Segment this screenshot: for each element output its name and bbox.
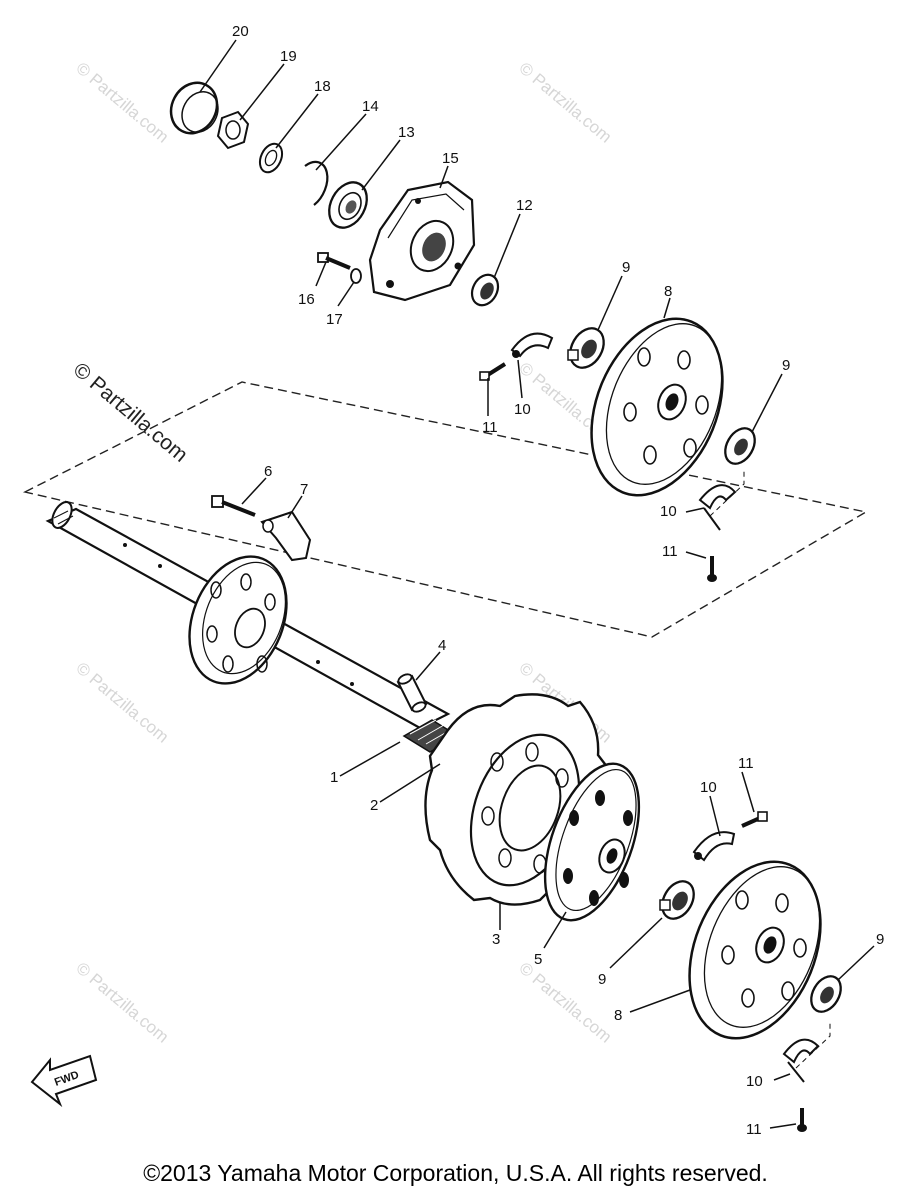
callout-6: 6 [264, 463, 272, 480]
part-11-bolt-lower-right [797, 1108, 807, 1132]
callout-17: 17 [326, 311, 343, 328]
leader-lines [199, 39, 875, 1129]
callout-10: 10 [746, 1073, 763, 1090]
callout-10: 10 [514, 401, 531, 418]
callout-4: 4 [438, 637, 446, 654]
callout-9: 9 [782, 357, 790, 374]
callout-5: 5 [534, 951, 542, 968]
part-11-bolt-lower [741, 811, 768, 828]
shaft-flange [188, 555, 288, 685]
callout-9: 9 [622, 259, 630, 276]
part-18-washer [258, 142, 284, 174]
callout-16: 16 [298, 291, 315, 308]
callout-11: 11 [746, 1121, 762, 1138]
part-5-sprocket-plate [543, 762, 641, 922]
part-10-clamp-upper [510, 332, 554, 358]
callout-2: 2 [370, 797, 378, 814]
fwd-arrow-icon: FWD [30, 1054, 98, 1108]
watermark-text-dark: © Partzilla.com [69, 358, 192, 467]
part-9-bearing-upper-right [724, 427, 756, 465]
callout-12: 12 [516, 197, 533, 214]
part-14-circlip [304, 160, 329, 206]
callout-7: 7 [300, 481, 308, 498]
watermark-text: © Partzilla.com [72, 59, 172, 147]
part-11-bolt-upper [479, 362, 507, 381]
watermark-text: © Partzilla.com [72, 959, 172, 1047]
callout-3: 3 [492, 931, 500, 948]
part-6-bolt [211, 495, 256, 517]
part-12-oil-seal [470, 273, 500, 307]
callout-11: 11 [482, 419, 498, 436]
callout-14: 14 [362, 98, 379, 115]
watermark-text: © Partzilla.com [72, 659, 172, 747]
part-16-bolt [317, 252, 351, 270]
part-11-bolt-upper-right [707, 556, 717, 582]
part-10-clamp-lower-right [782, 1038, 820, 1083]
callout-18: 18 [314, 78, 331, 95]
part-8-idler-wheel-lower [688, 860, 822, 1040]
callout-10: 10 [700, 779, 717, 796]
callout-11: 11 [738, 755, 754, 772]
callout-11: 11 [662, 543, 678, 560]
callout-10: 10 [660, 503, 677, 520]
part-19-nut [216, 110, 250, 150]
part-8-idler-wheel-upper [590, 317, 724, 497]
callout-1: 1 [330, 769, 338, 786]
guide-line [795, 1020, 831, 1069]
part-13-bearing [328, 181, 368, 229]
callout-8: 8 [664, 283, 672, 300]
part-9-bearing-lower-right [810, 975, 842, 1013]
part-9-bearing-lower [659, 880, 695, 920]
callout-9: 9 [598, 971, 606, 988]
subassembly-boundary [22, 381, 868, 638]
part-10-clamp-lower [692, 831, 736, 862]
copyright-notice: ©2013 Yamaha Motor Corporation, U.S.A. A… [143, 1160, 768, 1186]
part-17-washer [350, 268, 362, 284]
part-4-collar [396, 673, 428, 713]
callout-8: 8 [614, 1007, 622, 1024]
callout-15: 15 [442, 150, 459, 167]
part-15-bearing-housing [368, 180, 476, 302]
part-7-bracket [260, 510, 312, 562]
watermark-text: © Partzilla.com [515, 59, 615, 147]
callout-19: 19 [280, 48, 297, 65]
part-10-clamp-upper-right [698, 484, 737, 531]
callout-13: 13 [398, 124, 415, 141]
part-9-bearing-upper [567, 327, 605, 369]
callout-9: 9 [876, 931, 884, 948]
callout-20: 20 [232, 23, 249, 40]
callout-labels: 20 19 18 14 13 15 12 16 17 9 8 9 10 11 1… [232, 23, 884, 1138]
part-20-cap [169, 81, 219, 135]
guide-line [709, 470, 745, 517]
